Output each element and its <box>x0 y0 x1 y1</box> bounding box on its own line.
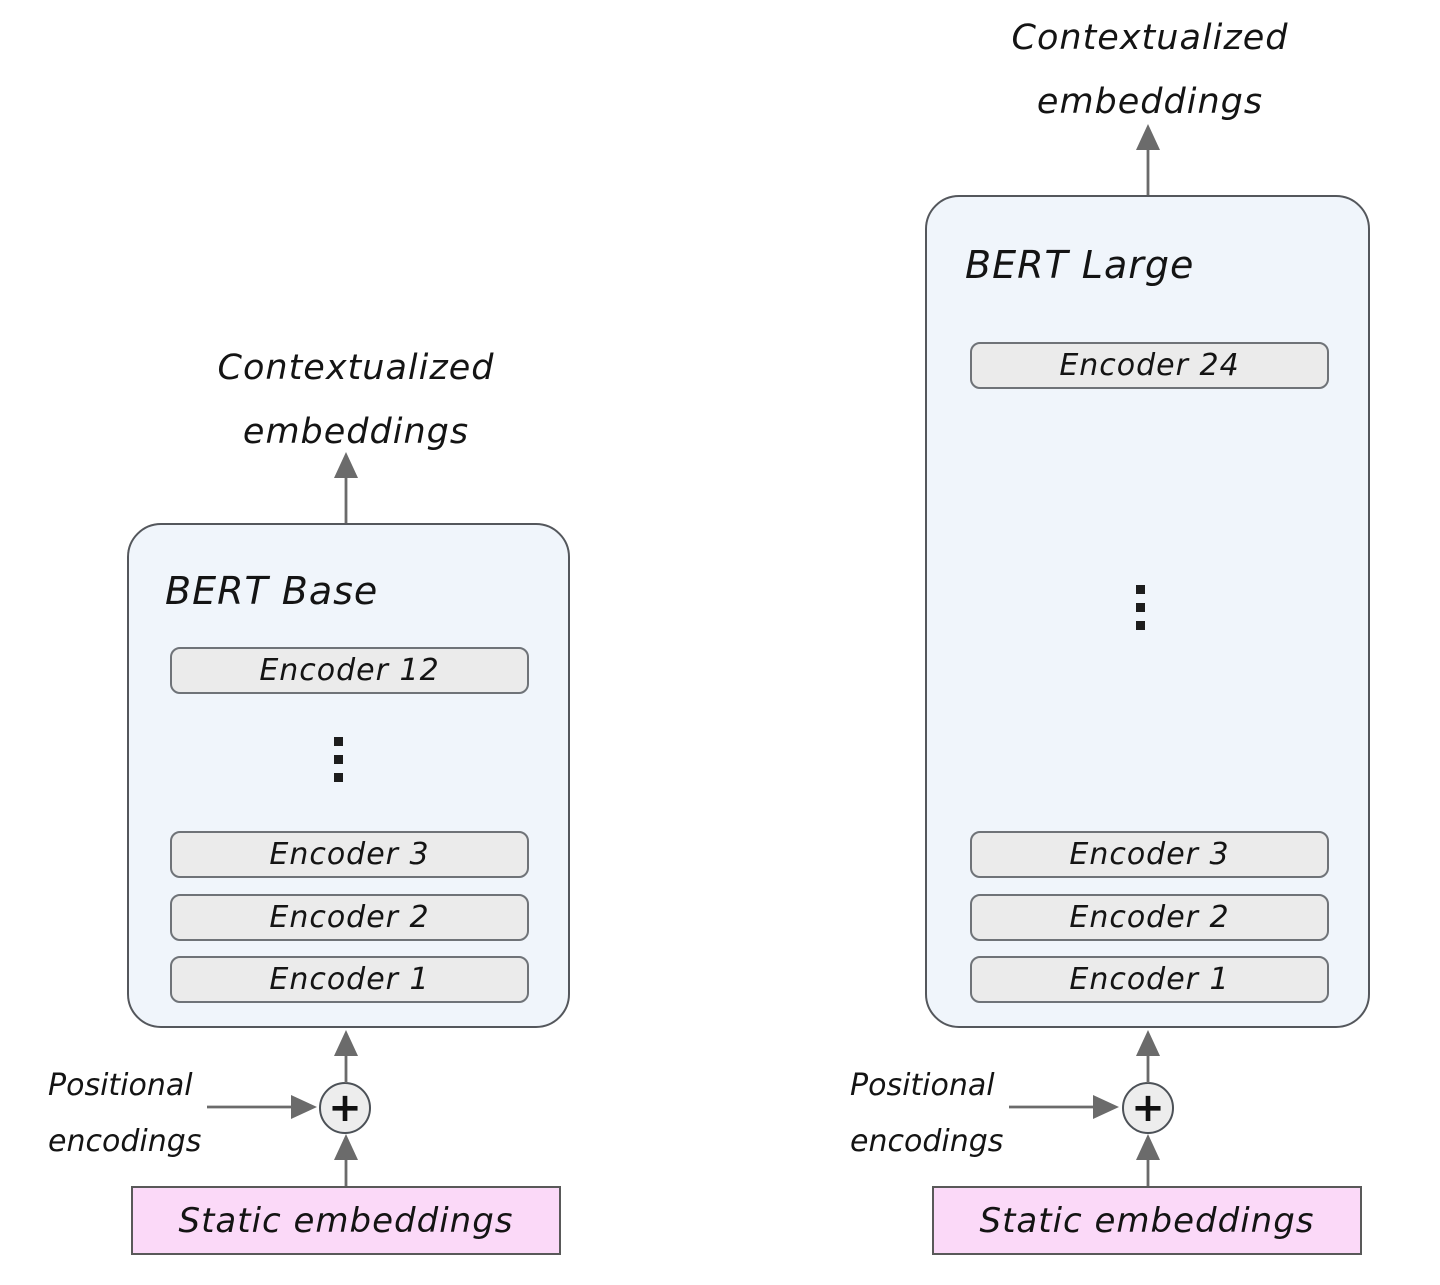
positional-label-line1: Positional <box>850 1068 995 1103</box>
encoder-2-label: Encoder 2 <box>269 900 430 935</box>
encoder-2-label: Encoder 2 <box>1069 900 1230 935</box>
sum-to-model-arrow <box>334 1030 358 1083</box>
plus-icon: + <box>1131 1085 1165 1131</box>
encoder-1-label: Encoder 1 <box>1069 962 1230 997</box>
sum-to-model-arrow <box>1136 1030 1160 1083</box>
add-operation-icon: + <box>1122 1082 1174 1134</box>
model-box-bert-base: BERT Base Encoder 12 Encoder 3 Encoder 2… <box>127 523 570 1028</box>
plus-icon: + <box>328 1085 362 1131</box>
output-label-line2: embeddings <box>1036 82 1264 122</box>
static-to-sum-arrow <box>334 1134 358 1186</box>
model-title-bert-base: BERT Base <box>165 569 379 613</box>
static-embeddings-label: Static embeddings <box>178 1200 514 1241</box>
model-box-bert-large: BERT Large Encoder 24 Encoder 3 Encoder … <box>925 195 1370 1028</box>
output-label-line1: Contextualized <box>1011 18 1289 58</box>
encoder-24-label: Encoder 24 <box>1059 348 1240 383</box>
positional-to-sum-arrow <box>207 1095 317 1119</box>
output-label-line1: Contextualized <box>217 348 495 388</box>
vertical-ellipsis-icon <box>1136 585 1145 630</box>
static-embeddings-label: Static embeddings <box>979 1200 1315 1241</box>
encoder-12-box: Encoder 12 <box>170 647 529 694</box>
vertical-ellipsis-icon <box>334 737 343 782</box>
static-to-sum-arrow <box>1136 1134 1160 1186</box>
encoder-1-label: Encoder 1 <box>269 962 430 997</box>
model-title-bert-large: BERT Large <box>965 243 1195 287</box>
encoder-3-label: Encoder 3 <box>1069 837 1230 872</box>
output-label-bert-large: Contextualized embeddings <box>950 6 1350 134</box>
output-arrow <box>1136 124 1160 195</box>
output-label-line2: embeddings <box>242 412 470 452</box>
positional-to-sum-arrow <box>1009 1095 1119 1119</box>
add-operation-icon: + <box>319 1082 371 1134</box>
positional-label-line1: Positional <box>48 1068 193 1103</box>
static-embeddings-box: Static embeddings <box>131 1186 561 1255</box>
encoder-1-box: Encoder 1 <box>970 956 1329 1003</box>
positional-encodings-label: Positional encodings <box>850 1058 1003 1170</box>
encoder-3-box: Encoder 3 <box>170 831 529 878</box>
output-label-bert-base: Contextualized embeddings <box>156 336 556 464</box>
static-embeddings-box: Static embeddings <box>932 1186 1362 1255</box>
positional-encodings-label: Positional encodings <box>48 1058 201 1170</box>
encoder-2-box: Encoder 2 <box>170 894 529 941</box>
encoder-24-box: Encoder 24 <box>970 342 1329 389</box>
encoder-2-box: Encoder 2 <box>970 894 1329 941</box>
positional-label-line2: encodings <box>48 1124 202 1159</box>
encoder-1-box: Encoder 1 <box>170 956 529 1003</box>
encoder-3-box: Encoder 3 <box>970 831 1329 878</box>
positional-label-line2: encodings <box>850 1124 1004 1159</box>
encoder-12-label: Encoder 12 <box>259 653 440 688</box>
encoder-3-label: Encoder 3 <box>269 837 430 872</box>
